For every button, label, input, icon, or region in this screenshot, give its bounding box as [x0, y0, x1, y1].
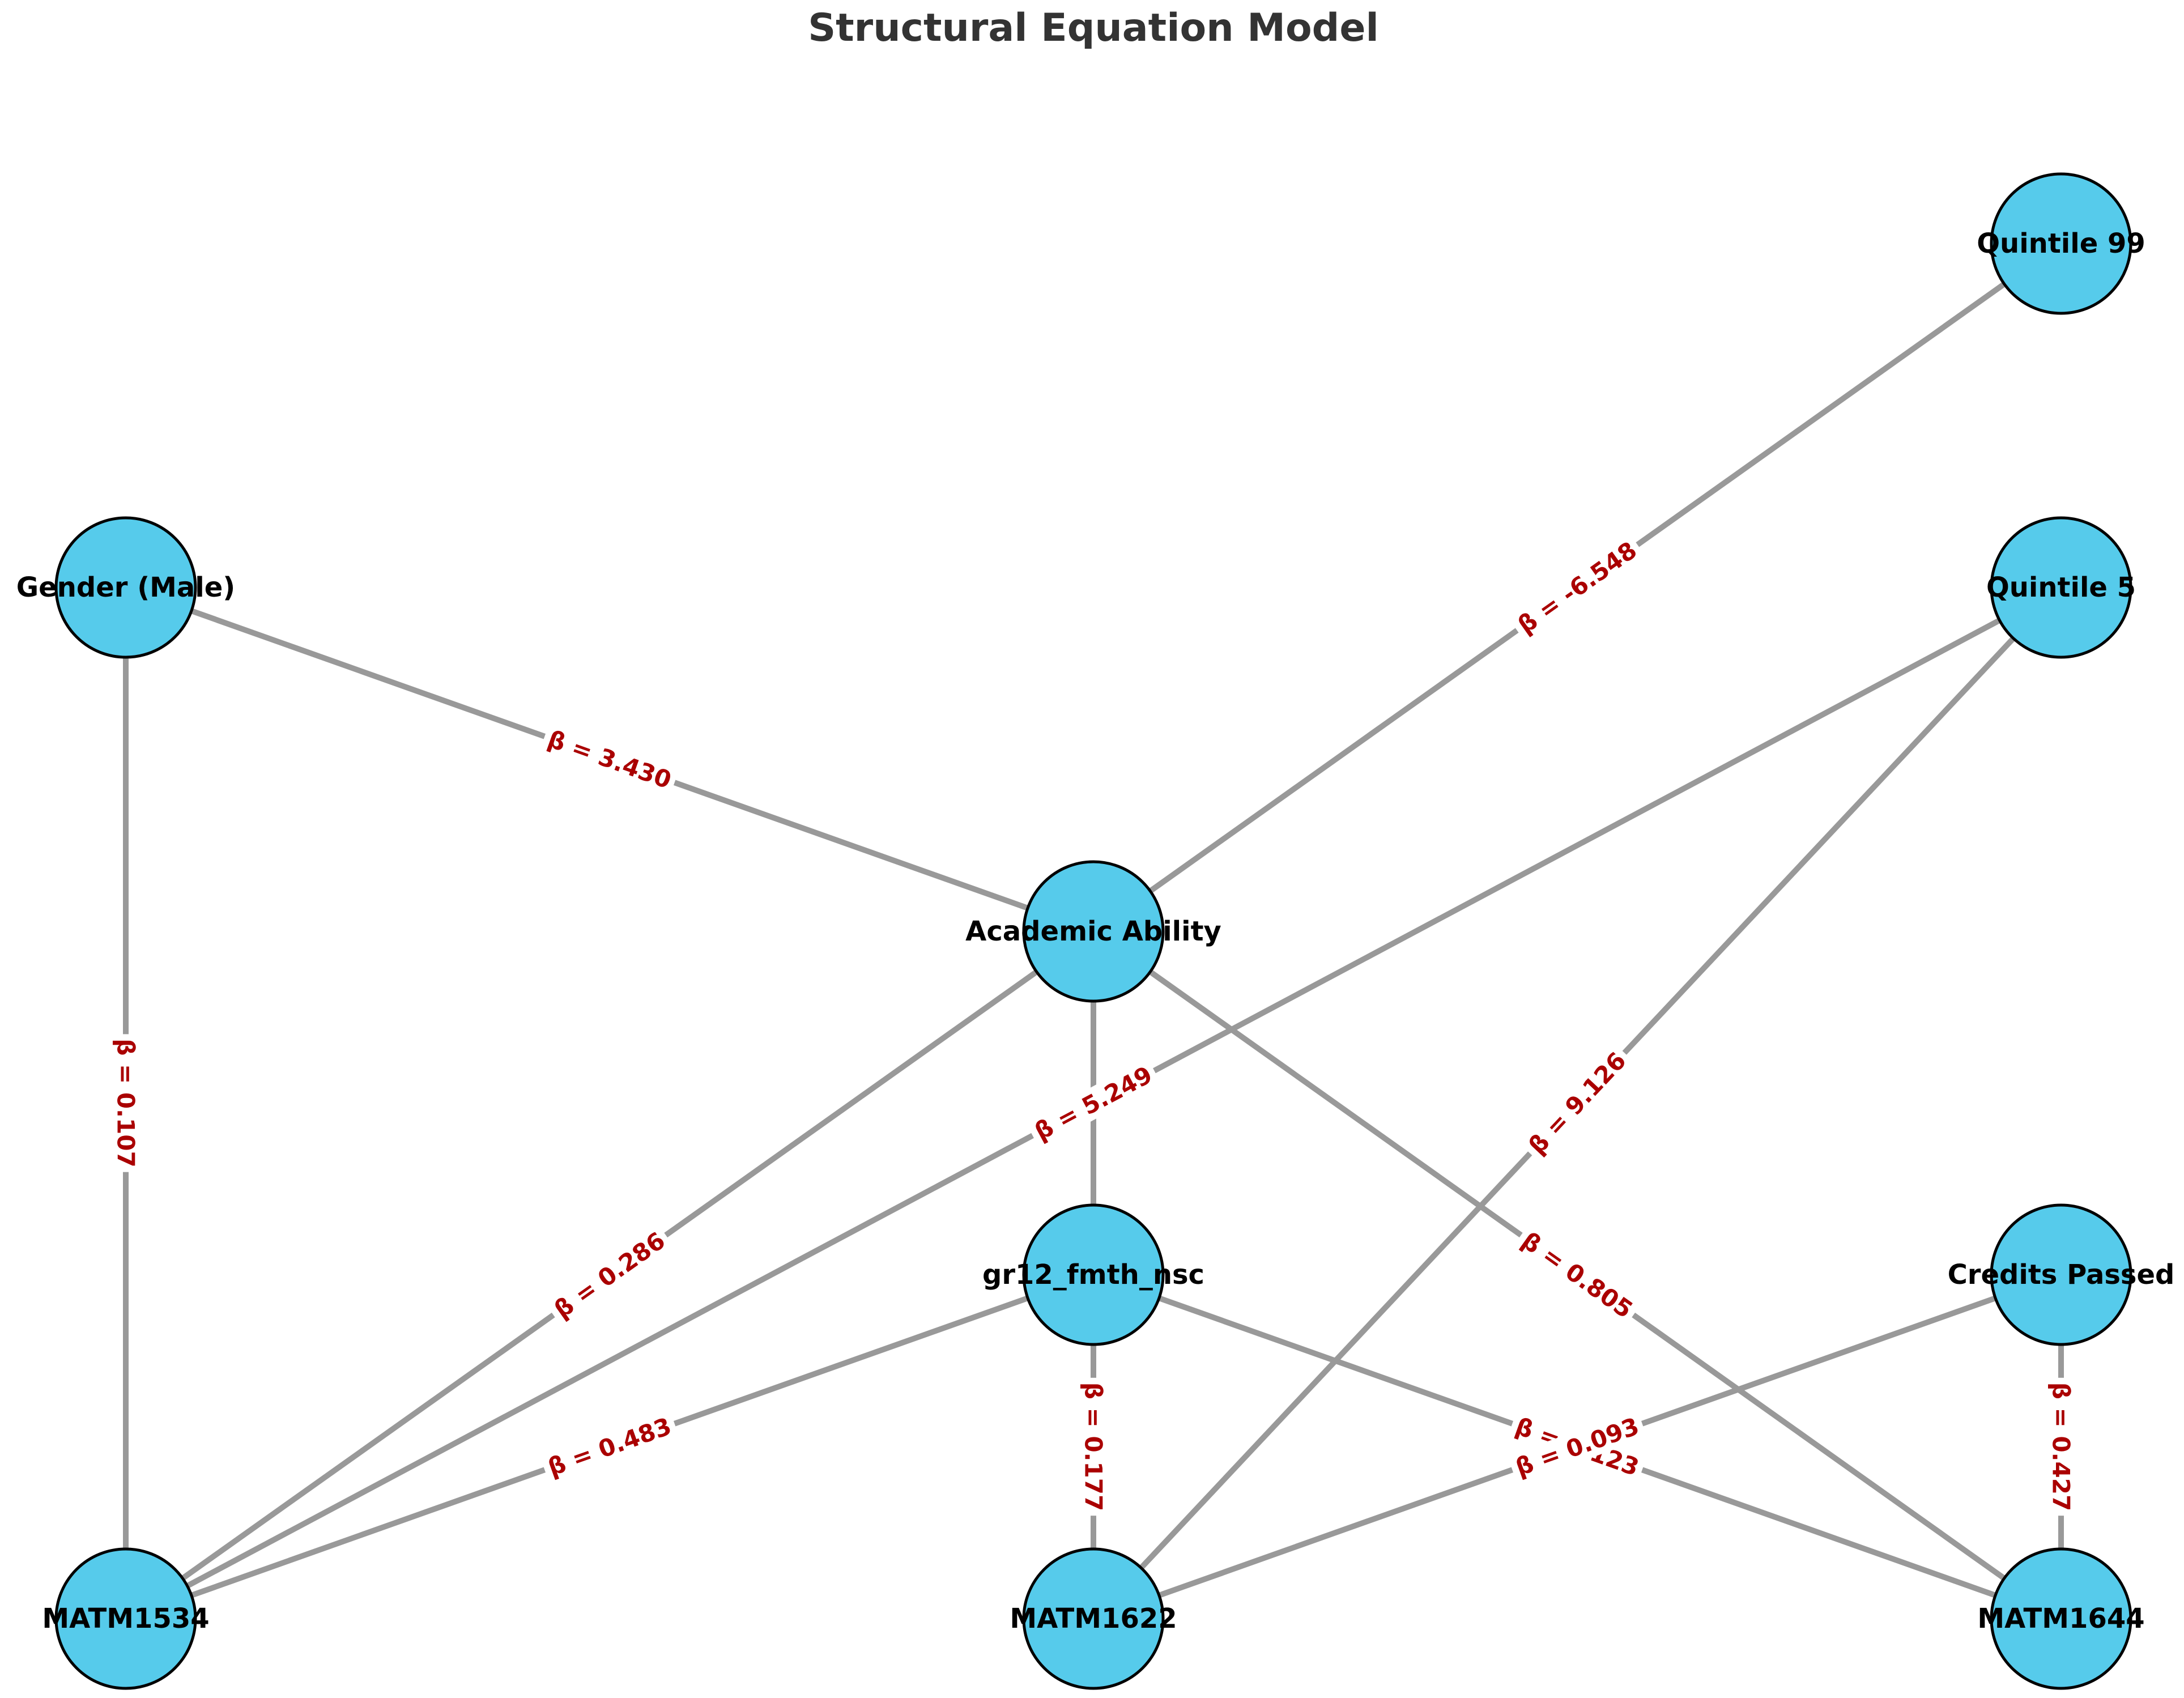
edge-label-credits-matm1644: β = 0.427: [2047, 1382, 2075, 1511]
edge-label-group-academic-matm1534: β = 0.286: [544, 1223, 675, 1327]
node-quintile99: Quintile 99: [1977, 172, 2145, 315]
diagram-title: Structural Equation Model: [808, 6, 1379, 50]
node-label: Quintile 5: [1986, 572, 2136, 603]
edge-label-background: [539, 722, 680, 797]
node-circle: [1022, 1547, 1165, 1690]
edge-label-gender-academic: β = 3.430: [544, 725, 675, 794]
node-credits: Credits Passed: [1948, 1203, 2175, 1346]
edge-label-background: [1078, 1377, 1109, 1516]
node-label: Gender (Male): [16, 572, 235, 603]
node-label: MATM1644: [1977, 1603, 2144, 1635]
node-circle: [1990, 1547, 2132, 1690]
node-matm1644: MATM1644: [1977, 1547, 2145, 1690]
node-gr12: gr12_fmth_nsc: [982, 1203, 1204, 1346]
edge-label-group-gender-academic: β = 3.430: [539, 722, 680, 797]
node-label: Academic Ability: [965, 916, 1221, 947]
edge-label-background: [544, 1223, 675, 1327]
node-matm1622: MATM1622: [1010, 1547, 1177, 1690]
edge-label-background: [1507, 1409, 1647, 1484]
node-circle: [54, 516, 197, 659]
edge-label-background: [1025, 1057, 1161, 1149]
node-circle: [1990, 516, 2132, 659]
edge-label-quintile99-academic: β = -6.548: [1513, 536, 1642, 639]
edge-label-gr12-matm1622: β = 0.177: [1080, 1382, 1108, 1511]
node-circle: [54, 1547, 197, 1690]
edge-label-academic-matm1644: β = 0.805: [1517, 1227, 1638, 1324]
edge-label-background: [110, 1034, 141, 1172]
node-circle: [1990, 1203, 2132, 1346]
edge-label-group-academic-matm1644: β = 0.805: [1512, 1223, 1642, 1327]
edge-label-background: [1508, 532, 1646, 643]
edge-label-gr12-matm1534: β = 0.483: [544, 1412, 675, 1481]
node-academic: Academic Ability: [965, 860, 1221, 1003]
node-label: MATM1534: [42, 1603, 209, 1635]
edge-label-background: [2046, 1377, 2076, 1516]
node-label: MATM1622: [1010, 1603, 1177, 1635]
nodes-layer: Quintile 99 Gender (Male) Quintile 5 Academ…: [16, 172, 2175, 1690]
edge-label-group-quintile5-matm1622: β = 9.126: [1519, 1042, 1636, 1164]
edge-label-background: [539, 1409, 680, 1484]
edge-label-group-gr12-matm1622: β = 0.177: [1078, 1377, 1109, 1516]
edge-label-academic-matm1534: β = 0.286: [549, 1227, 670, 1324]
edge-label-quintile5-matm1622: β = 9.126: [1523, 1046, 1631, 1159]
node-label: Quintile 99: [1977, 228, 2145, 259]
edge-label-background: [1519, 1042, 1636, 1164]
node-matm1534: MATM1534: [42, 1547, 210, 1690]
edge-label-group-gender-matm1534: β = 0.107: [110, 1034, 141, 1172]
node-quintile5: Quintile 5: [1986, 516, 2136, 659]
edge-label-group-gr12-matm1534: β = 0.483: [539, 1409, 680, 1484]
node-circle: [1990, 172, 2132, 315]
node-circle: [1022, 860, 1165, 1003]
edge-label-group-credits-matm1644: β = 0.427: [2046, 1377, 2076, 1516]
node-label: Credits Passed: [1948, 1259, 2175, 1291]
node-circle: [1022, 1203, 1165, 1346]
edge-label-gender-matm1534: β = 0.107: [112, 1039, 140, 1167]
edge-label-background: [1512, 1223, 1642, 1327]
edge-label-group-quintile99-academic: β = -6.548: [1508, 532, 1646, 643]
node-gender: Gender (Male): [16, 516, 235, 659]
node-label: gr12_fmth_nsc: [982, 1259, 1204, 1291]
